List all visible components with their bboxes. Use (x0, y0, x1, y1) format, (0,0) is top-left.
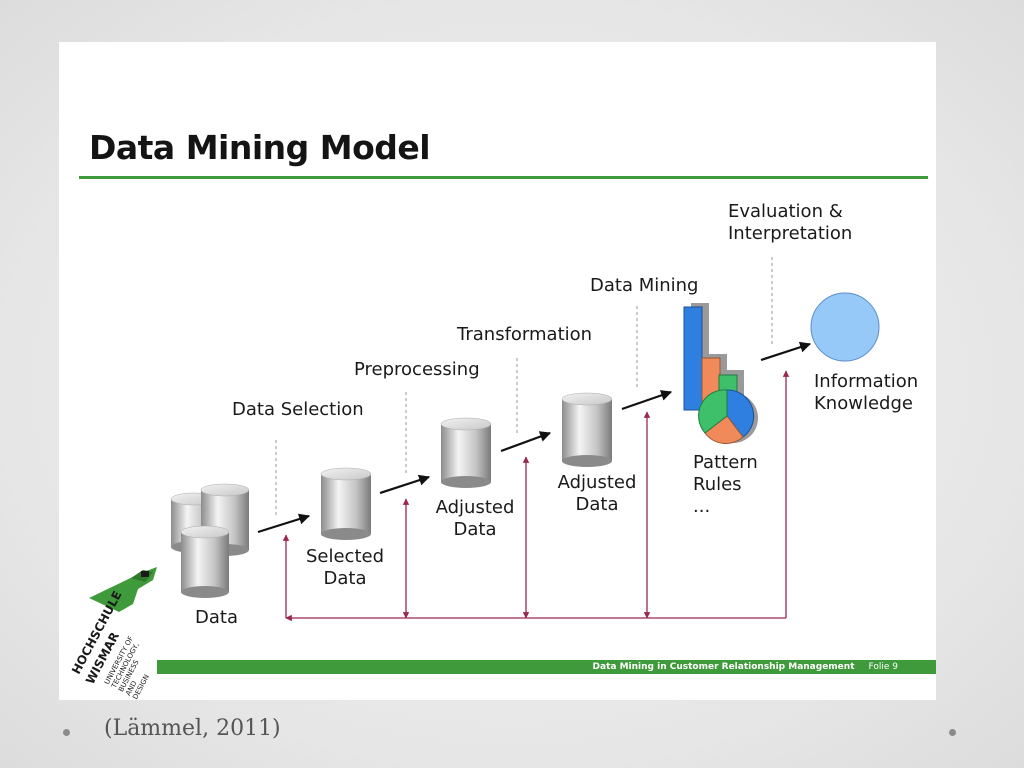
footer-text: Data Mining in Customer Relationship Man… (593, 660, 898, 674)
item-label-info-line1: Information (814, 371, 919, 392)
hochschule-wismar-logo (89, 567, 157, 612)
stage-label-evaluation: Evaluation & Interpretation (728, 201, 852, 245)
footer-title: Data Mining in Customer Relationship Man… (592, 662, 855, 672)
item-label-adjusted1-line2: Data (453, 519, 497, 540)
stage-separators (275, 257, 773, 515)
cylinder-icon (180, 525, 230, 598)
diagram-graphics (89, 257, 880, 622)
item-label-data: Data (195, 607, 238, 628)
stage-label-data-mining: Data Mining (590, 275, 699, 296)
stage-label-transformation: Transformation (457, 324, 593, 345)
item-label-adjusted-data-2: Adjusted Data (551, 472, 643, 516)
stage-label-evaluation-line1: Evaluation & (728, 201, 843, 222)
cylinder-icon (440, 417, 492, 488)
item-label-adjusted2-line1: Adjusted (557, 472, 637, 493)
item-label-selected-line2: Data (323, 568, 367, 589)
bullet-dot-icon (949, 729, 956, 736)
item-label-selected-data: Selected Data (299, 546, 391, 590)
arrow-icon (621, 390, 673, 411)
footer-bar (157, 660, 936, 674)
process-arrows (257, 341, 812, 534)
slide: Data Mining Model (59, 42, 936, 701)
cylinder-icon (561, 392, 613, 467)
item-label-pattern-rules: Pattern Rules ... (693, 452, 758, 518)
data-cylinder-group (170, 483, 250, 598)
footer-page-number: Folie 9 (868, 662, 899, 672)
item-label-info-line2: Knowledge (814, 393, 913, 414)
item-label-adjusted2-line2: Data (575, 494, 619, 515)
stage-label-preprocessing: Preprocessing (354, 359, 480, 380)
item-label-adjusted-data-1: Adjusted Data (429, 497, 521, 541)
item-label-pattern-line3: ... (693, 496, 711, 517)
item-label-pattern-line1: Pattern (693, 452, 758, 473)
item-label-information-knowledge: Information Knowledge (814, 371, 918, 415)
item-label-pattern-line2: Rules (693, 474, 742, 495)
information-circle (810, 292, 880, 362)
stage-label-evaluation-line2: Interpretation (728, 223, 853, 244)
stage-label-data-selection: Data Selection (232, 399, 364, 420)
bullet-dot-icon (63, 729, 70, 736)
item-label-selected-line1: Selected (305, 546, 385, 567)
citation: (Lämmel, 2011) (104, 716, 281, 741)
arrow-icon (760, 341, 812, 362)
title-underline (79, 176, 928, 179)
slide-title: Data Mining Model (89, 128, 431, 167)
arrow-icon (500, 431, 552, 453)
feedback-lines (282, 370, 790, 622)
cylinder-icon (320, 467, 372, 540)
arrow-icon (257, 513, 311, 534)
pattern-chart-icon (683, 303, 758, 444)
item-label-adjusted1-line1: Adjusted (435, 497, 515, 518)
arrow-icon (379, 474, 431, 495)
